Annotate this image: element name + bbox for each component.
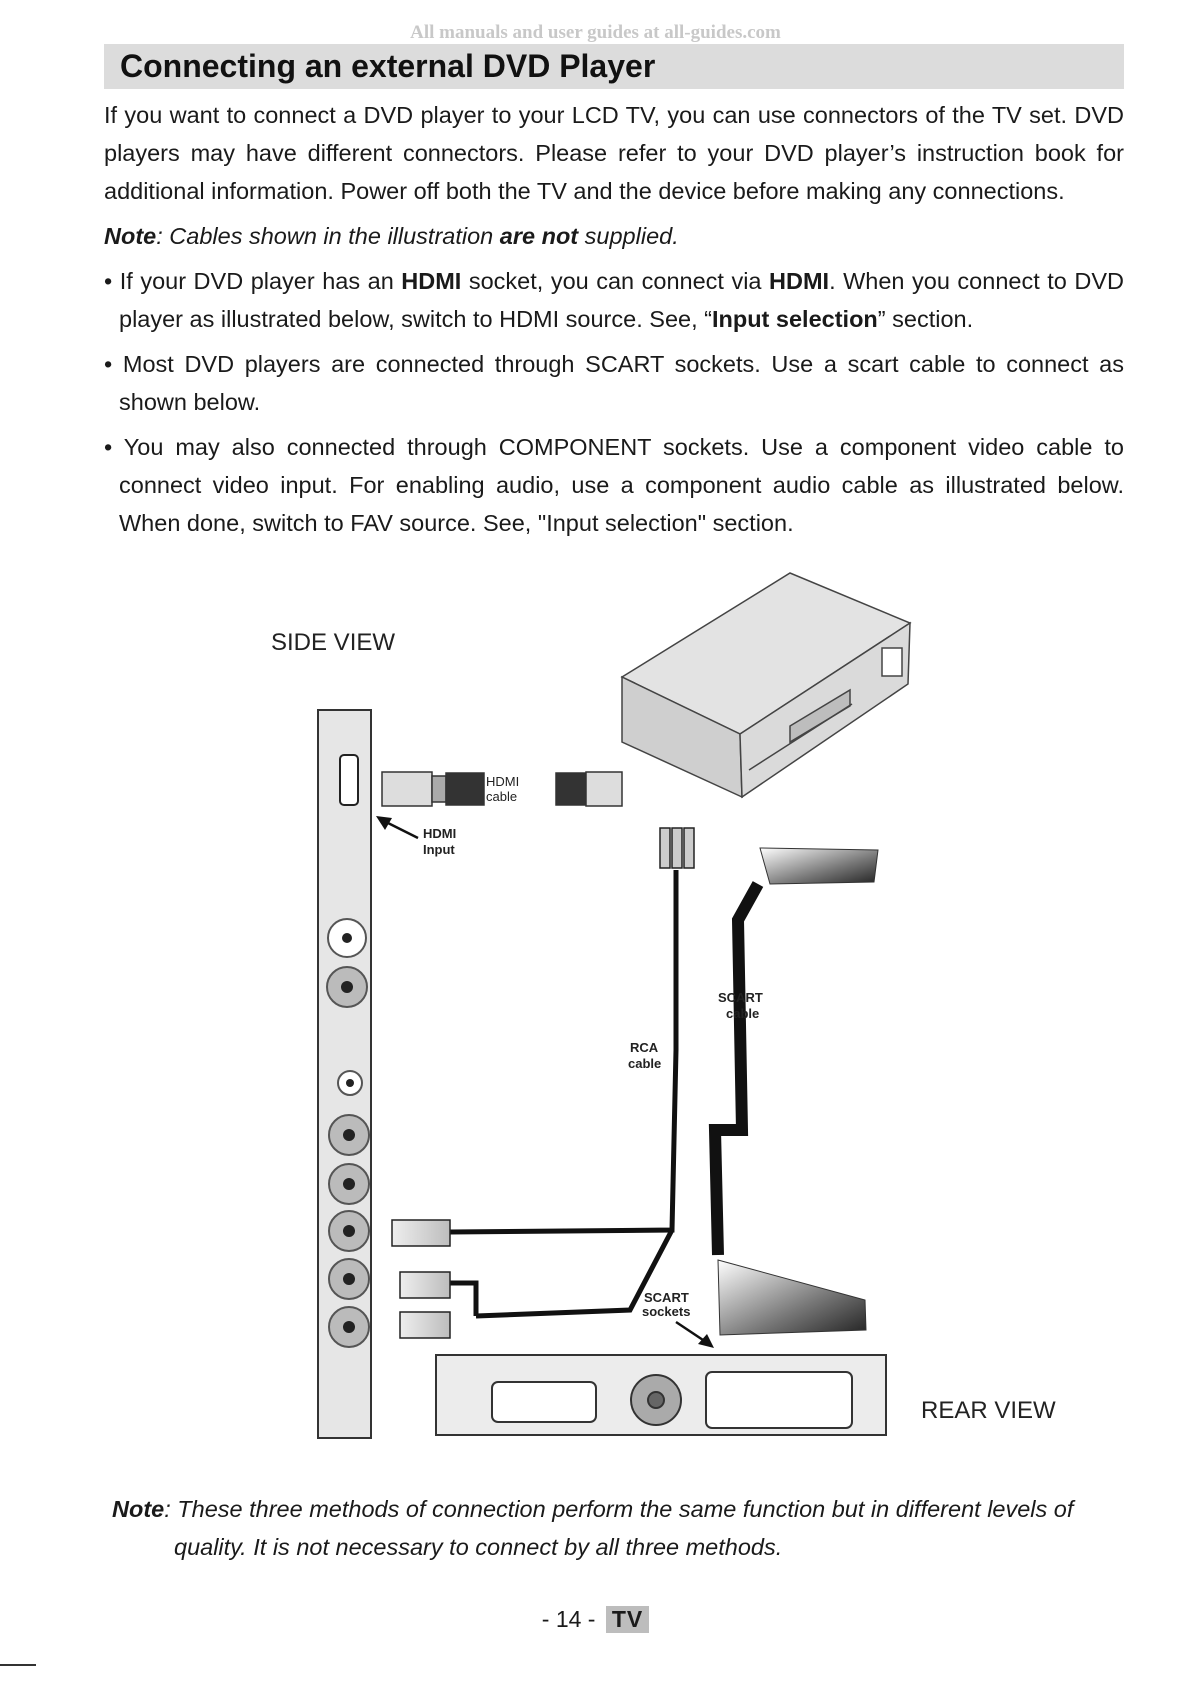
bullet-text: . When you connect to DVD player as illu… — [119, 268, 1124, 332]
scart-sockets-label-2: sockets — [642, 1304, 690, 1319]
body-text: If you want to connect a DVD player to y… — [104, 96, 1124, 549]
note-bold: are not — [499, 223, 579, 249]
bottom-note: Note: These three methods of connection … — [112, 1490, 1132, 1566]
tv-rear-panel — [435, 1354, 887, 1436]
hdmi-input-label: HDMI — [423, 826, 456, 841]
bottom-note-label: Note — [112, 1496, 165, 1522]
intro-paragraph: If you want to connect a DVD player to y… — [104, 102, 1124, 204]
hdmi-cable-illustration — [381, 771, 623, 807]
bullet-bold: Input selection — [711, 306, 878, 332]
rca-plugs-top — [659, 827, 695, 869]
note-text-end: supplied. — [578, 223, 679, 249]
bullet-component: • You may also connected through COMPONE… — [104, 434, 1124, 536]
note-text: : Cables shown in the illustration — [156, 223, 500, 249]
scart-cable-illustration — [708, 847, 879, 1336]
note-cables: Note: Cables shown in the illustration a… — [104, 217, 1124, 255]
watermark: All manuals and user guides at all-guide… — [410, 22, 781, 43]
bottom-note-text: : These three methods of connection perf… — [164, 1496, 1074, 1522]
bullet-bold: HDMI — [769, 268, 830, 294]
rca-plugs-side — [391, 1219, 451, 1339]
bullet-text: ” section. — [877, 306, 974, 332]
rca-cable-2 — [475, 1228, 675, 1319]
bottom-note-line-1: Note: These three methods of connection … — [112, 1490, 1132, 1528]
rca-cable — [449, 870, 679, 1235]
hdmi-input-arrowhead — [376, 816, 392, 830]
scart-sockets-arrow — [675, 1320, 707, 1344]
bullet-scart: • Most DVD players are connected through… — [104, 351, 1124, 415]
bullet-text: • If your DVD player has an — [104, 268, 402, 294]
tv-side-panel — [317, 709, 372, 1439]
scart-sockets-arrowhead — [698, 1334, 714, 1348]
scart-sockets-label: SCART — [644, 1290, 689, 1305]
corner-line — [0, 1664, 36, 1666]
scart-cable-label-2: cable — [726, 1006, 759, 1021]
rca-cable-label-2: cable — [628, 1056, 661, 1071]
dvd-player-illustration — [620, 572, 912, 799]
page-title: Connecting an external DVD Player — [120, 48, 656, 84]
hdmi-input-label-2: Input — [423, 842, 455, 857]
section-badge: TV — [605, 1606, 650, 1633]
scart-cable-label: SCART — [718, 990, 763, 1005]
side-view-label: SIDE VIEW — [271, 629, 395, 656]
rca-cable-label: RCA — [630, 1040, 659, 1055]
bullet-text: socket, you can connect via — [461, 268, 770, 294]
connection-diagram: SIDE VIEW REAR VIEW HDMI cable HDMI Inpu… — [271, 572, 1056, 1439]
page-number: - 14 - — [541, 1606, 596, 1632]
hdmi-cable-label-2: cable — [486, 789, 517, 804]
note-label: Note — [104, 223, 157, 249]
bullet-bold: HDMI — [401, 268, 462, 294]
hdmi-cable-label: HDMI — [486, 774, 519, 789]
page-footer: - 14 - TV — [0, 1606, 1191, 1633]
title-bar: Connecting an external DVD Player — [104, 44, 1124, 89]
bullet-hdmi: • If your DVD player has an HDMI socket,… — [104, 262, 1124, 338]
rca-cable-3 — [450, 1280, 479, 1316]
bottom-note-line-2: quality. It is not necessary to connect … — [174, 1534, 783, 1560]
rear-view-label: REAR VIEW — [921, 1397, 1056, 1424]
